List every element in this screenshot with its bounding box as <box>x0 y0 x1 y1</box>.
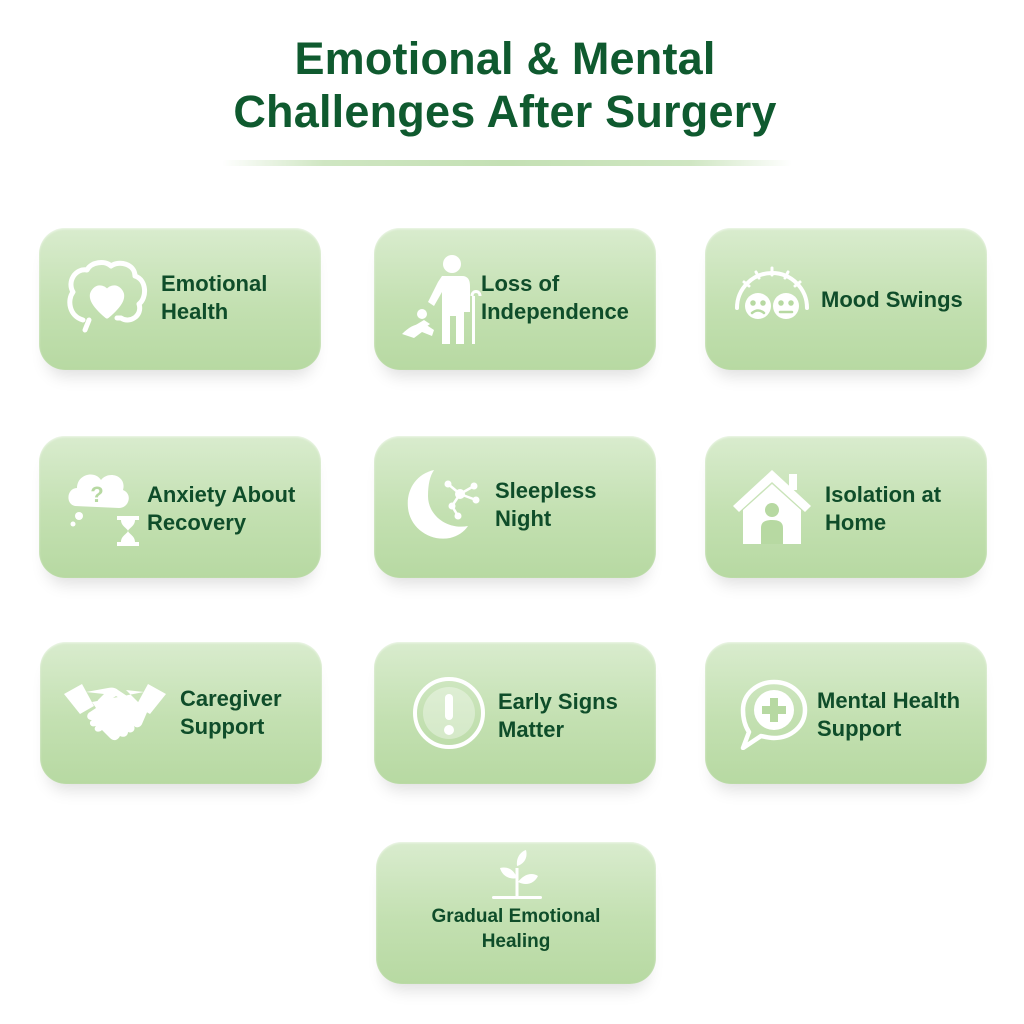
medical-chat-icon <box>739 678 809 750</box>
alert-circle-icon <box>412 676 486 750</box>
brain-heart-icon <box>63 258 151 338</box>
person-cane-icon <box>394 252 484 348</box>
card-label: Loss of Independence <box>481 271 629 324</box>
title-line-1: Emotional & Mental <box>294 33 716 84</box>
title-line-2: Challenges After Surgery <box>233 86 777 137</box>
house-person-icon <box>731 468 813 544</box>
card-anxiety-about-recovery: ? Anxiety About Recovery <box>39 436 321 578</box>
card-early-signs-matter: Early Signs Matter <box>374 642 656 784</box>
moon-network-icon <box>404 466 488 544</box>
handshake-icon <box>62 680 168 750</box>
sprout-icon <box>490 850 544 900</box>
card-emotional-health: Emotional Health <box>39 228 321 370</box>
svg-text:?: ? <box>90 482 103 507</box>
card-label: Mood Swings <box>821 287 963 312</box>
page-title: Emotional & Mental Challenges After Surg… <box>0 32 1024 138</box>
card-label: Gradual Emotional Healing <box>431 906 601 952</box>
card-label: Anxiety About Recovery <box>147 482 296 535</box>
card-label: Emotional Health <box>161 271 268 324</box>
card-mood-swings: Mood Swings <box>705 228 987 370</box>
card-caregiver-support: Caregiver Support <box>40 642 322 784</box>
card-isolation-at-home: Isolation at Home <box>705 436 987 578</box>
card-label: Mental Health Support <box>817 688 961 741</box>
title-divider <box>222 160 792 166</box>
mood-gauge-icon <box>731 262 813 324</box>
card-label: Caregiver Support <box>180 686 282 739</box>
card-gradual-emotional-healing: Gradual Emotional Healing <box>376 842 656 984</box>
card-label: Early Signs Matter <box>498 689 618 742</box>
card-loss-of-independence: Loss of Independence <box>374 228 656 370</box>
card-label: Sleepless Night <box>495 478 597 531</box>
question-cloud-hourglass-icon: ? <box>65 464 147 546</box>
card-sleepless-night: Sleepless Night <box>374 436 656 578</box>
card-mental-health-support: Mental Health Support <box>705 642 987 784</box>
card-label: Isolation at Home <box>825 482 942 535</box>
